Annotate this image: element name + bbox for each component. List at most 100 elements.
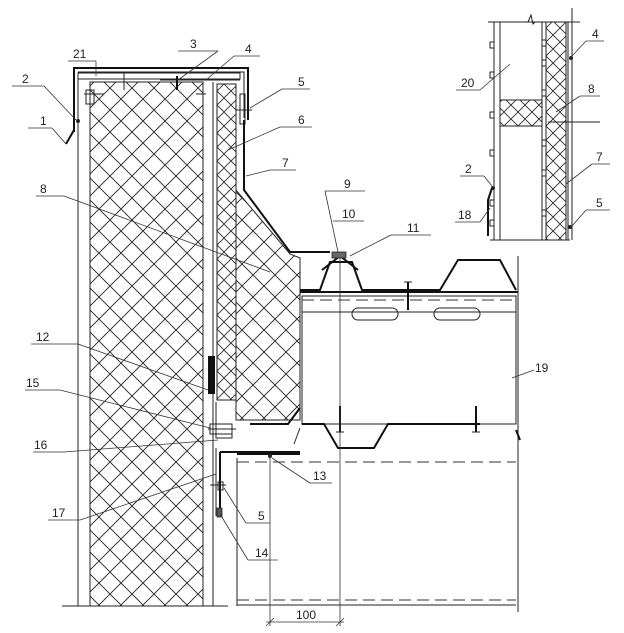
callout-13: 13 — [313, 469, 327, 483]
callout-19: 19 — [535, 361, 549, 375]
leader-1 — [51, 127, 67, 145]
inset-leader-20 — [479, 63, 511, 91]
dimension-100: 100 — [265, 258, 345, 627]
roof-beam-section — [293, 251, 521, 612]
sealing-gasket-12 — [208, 356, 215, 394]
lower-column — [236, 453, 516, 606]
inset-callout-2: 2 — [465, 162, 472, 176]
leader-19 — [511, 369, 535, 379]
callout-6: 6 — [298, 113, 305, 127]
inset-rivet-5 — [568, 225, 572, 229]
leader-6 — [227, 126, 281, 151]
inset-leader-5 — [571, 209, 587, 227]
dim-tick-right — [335, 617, 345, 627]
leader-14 — [219, 513, 249, 561]
dimension-value: 100 — [296, 608, 316, 622]
leader-4 — [205, 55, 235, 81]
leader-5b — [223, 487, 247, 524]
inset-leader-4 — [571, 40, 587, 57]
beam-19 — [301, 295, 517, 425]
slot-2 — [433, 307, 481, 321]
top-cap-flashing — [65, 67, 249, 145]
inset-callout-8: 8 — [588, 82, 595, 96]
inset-callout-7: 7 — [596, 150, 603, 164]
leader-8 — [63, 195, 271, 273]
callouts: 1 2 21 3 4 5 6 7 8 9 — [12, 37, 549, 561]
inset-detail — [487, 8, 600, 241]
right-edge-tick — [515, 429, 521, 441]
callout-5: 5 — [298, 75, 305, 89]
insulation-6 — [216, 83, 237, 401]
callout-2: 2 — [22, 72, 29, 86]
inset-leader-18 — [479, 207, 491, 223]
cap-board-21 — [77, 72, 241, 80]
inset-insulation-8 — [545, 21, 567, 241]
callout-9: 9 — [344, 177, 351, 191]
inset-inner-skin — [493, 22, 501, 240]
leader-12 — [77, 343, 209, 391]
callout-17: 17 — [52, 506, 66, 520]
dim-tick-left — [265, 617, 275, 627]
callout-12: 12 — [36, 330, 50, 344]
inset-leader-7 — [565, 163, 593, 185]
callout-5-lower: 5 — [258, 509, 265, 523]
callout-16: 16 — [34, 438, 48, 452]
callout-14: 14 — [255, 546, 269, 560]
inset-panel-20 — [499, 21, 543, 241]
top-deck-profile — [300, 259, 517, 291]
callout-4: 4 — [245, 42, 252, 56]
cap-flashing-inner — [78, 71, 245, 118]
inset-callout-5: 5 — [596, 196, 603, 210]
callout-15: 15 — [26, 376, 40, 390]
leader-7 — [245, 169, 271, 177]
inset-callout-4: 4 — [592, 27, 599, 41]
bracket-16 — [215, 402, 233, 439]
inset-insulation-band — [499, 99, 543, 127]
support-bracket — [208, 402, 236, 439]
inset-callouts: 4 20 8 2 7 18 5 — [455, 27, 610, 227]
inset-break-symbol — [527, 13, 536, 25]
cladding-lower-return — [250, 407, 301, 425]
fastener-plate-5 — [239, 93, 246, 125]
callout-8: 8 — [40, 182, 47, 196]
leader-17 — [79, 473, 217, 521]
leader-9 — [324, 190, 339, 253]
slot-1 — [351, 307, 399, 321]
leader-15 — [59, 389, 211, 429]
leader-2 — [43, 85, 77, 121]
lower-deck-profile — [302, 423, 480, 449]
leader-11 — [349, 234, 392, 257]
leader-5 — [249, 88, 283, 109]
main-wall-panel — [62, 78, 228, 607]
inset-leader-2 — [483, 175, 493, 187]
inset-left-teeth — [489, 41, 494, 227]
lower-angle — [210, 448, 300, 518]
callout-10: 10 — [342, 207, 356, 221]
callout-1: 1 — [40, 114, 47, 128]
lower-deck-edge — [293, 427, 301, 445]
callout-11: 11 — [407, 221, 420, 235]
callout-7: 7 — [282, 156, 289, 170]
panel-insulation-core — [89, 81, 204, 607]
inset-right-teeth — [541, 39, 546, 217]
cap-flashing-outer — [73, 67, 249, 132]
drip-edge-1 — [65, 129, 75, 145]
inset-rivet-4 — [569, 56, 573, 60]
seal-14 — [216, 507, 223, 518]
bracket-left — [85, 89, 95, 105]
inset-callout-20: 20 — [461, 76, 475, 90]
inset-callout-18: 18 — [458, 208, 472, 222]
callout-21: 21 — [73, 47, 87, 61]
cladding-profile-7 — [243, 120, 330, 253]
rivet-5-lower — [217, 481, 224, 491]
inset-leader-8 — [555, 95, 581, 113]
leader-3 — [177, 50, 219, 81]
callout-3: 3 — [190, 37, 197, 51]
leader-13 — [271, 457, 311, 484]
inset-drip-18 — [487, 187, 493, 236]
rivet-2 — [76, 119, 80, 123]
leader-16 — [63, 439, 219, 453]
insulation-wedge-8 — [235, 188, 301, 421]
ridge-fastener-9 — [331, 251, 347, 259]
angle-17 — [219, 451, 300, 510]
